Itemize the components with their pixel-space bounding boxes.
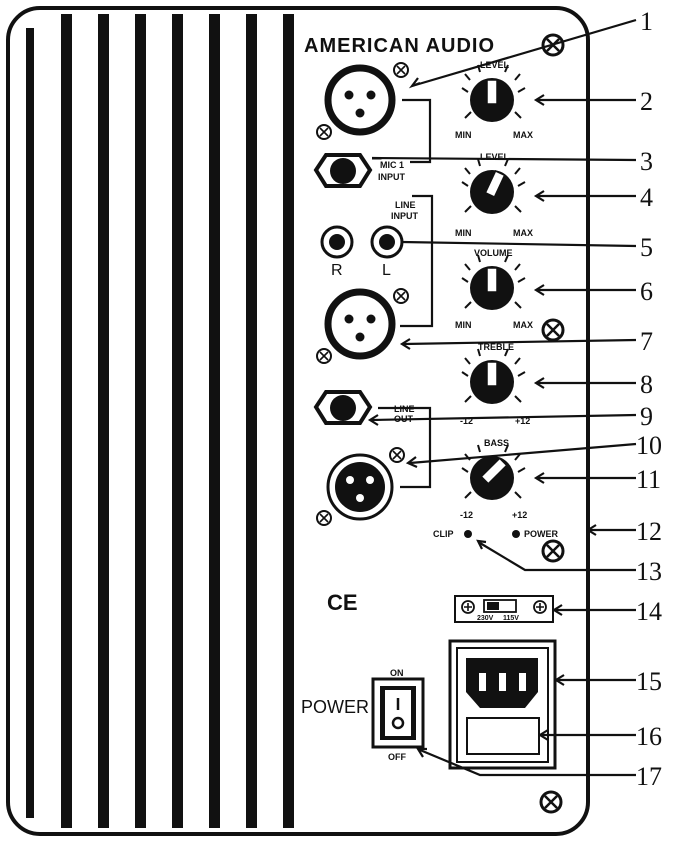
callout-1: 1 [640, 7, 653, 36]
screw-middle-right [541, 318, 565, 342]
screw-bottom-right [539, 790, 563, 814]
brand-logo: AMERICAN AUDIO [304, 35, 495, 57]
power-rocker-switch: POWER ON OFF [301, 668, 425, 762]
svg-text:MAX: MAX [513, 320, 533, 330]
svg-text:POWER: POWER [524, 529, 559, 539]
svg-text:L: L [382, 262, 391, 279]
svg-text:MIC 1: MIC 1 [380, 160, 404, 170]
svg-text:MIN: MIN [455, 228, 472, 238]
callout-6: 6 [640, 277, 653, 306]
mic-level-knob: LEVEL MIN MAX [455, 60, 533, 140]
screw-lower-right [541, 539, 565, 563]
callout-8: 8 [640, 370, 653, 399]
svg-text:R: R [331, 262, 343, 279]
callout-15: 15 [636, 667, 662, 696]
bass-knob: BASS -12 +12 [460, 438, 527, 520]
mic-input-bracket [402, 98, 432, 164]
svg-text:MIN: MIN [455, 320, 472, 330]
svg-text:BASS: BASS [484, 438, 509, 448]
svg-text:MAX: MAX [513, 130, 533, 140]
svg-text:LEVEL: LEVEL [480, 60, 510, 70]
callout-9: 9 [640, 402, 653, 431]
svg-text:INPUT: INPUT [391, 211, 419, 221]
line-out-bracket [378, 406, 432, 489]
cabinet-outline [6, 6, 590, 836]
svg-text:ON: ON [390, 668, 404, 678]
callout-13: 13 [636, 557, 662, 586]
callout-17: 17 [636, 762, 662, 791]
heatsink-fins [26, 14, 294, 828]
svg-text:+12: +12 [512, 510, 527, 520]
svg-text:CLIP: CLIP [433, 529, 454, 539]
svg-text:TREBLE: TREBLE [478, 342, 514, 352]
xlr-line-input [316, 288, 409, 364]
rca-jack-left: L [370, 225, 404, 279]
callout-leaders [367, 18, 637, 777]
svg-text:230V: 230V [477, 615, 494, 622]
line-input-bracket [400, 194, 434, 328]
clip-led: CLIP [433, 529, 472, 539]
callout-4: 4 [640, 183, 653, 212]
volume-knob: VOLUME MIN MAX [455, 248, 533, 330]
callout-11: 11 [636, 465, 661, 494]
callout-12: 12 [636, 517, 662, 546]
treble-knob: TREBLE -12 +12 [460, 342, 530, 426]
svg-text:VOLUME: VOLUME [474, 248, 513, 258]
callout-16: 16 [636, 722, 662, 751]
line-level-knob: LEVEL MIN MAX [455, 152, 533, 238]
callout-numbers: 1 2 3 4 5 6 7 8 9 10 11 12 13 14 15 16 1… [636, 7, 662, 791]
svg-text:MAX: MAX [513, 228, 533, 238]
svg-text:INPUT: INPUT [378, 172, 406, 182]
svg-text:-12: -12 [460, 510, 473, 520]
svg-text:+12: +12 [515, 416, 530, 426]
fuse-drawer [466, 717, 540, 755]
callout-5: 5 [640, 233, 653, 262]
svg-text:-12: -12 [460, 416, 473, 426]
line-input-label: LINE [395, 200, 416, 210]
power-led: POWER [512, 529, 559, 539]
svg-text:POWER: POWER [301, 697, 369, 717]
xlr-mic-input [316, 62, 409, 140]
svg-text:MIN: MIN [455, 130, 472, 140]
callout-7: 7 [640, 327, 653, 356]
xlr-line-out [316, 447, 405, 526]
svg-text:OFF: OFF [388, 752, 406, 762]
callout-2: 2 [640, 87, 653, 116]
voltage-selector: 230V 115V [454, 595, 554, 623]
callout-10: 10 [636, 431, 662, 460]
svg-text:115V: 115V [503, 615, 519, 622]
ce-mark: CE [327, 590, 358, 615]
callout-3: 3 [640, 147, 653, 176]
rca-jack-right: R [320, 225, 354, 279]
svg-text:LEVEL: LEVEL [480, 152, 510, 162]
mic-jack-input: MIC 1 INPUT [313, 153, 406, 188]
callout-14: 14 [636, 597, 662, 626]
